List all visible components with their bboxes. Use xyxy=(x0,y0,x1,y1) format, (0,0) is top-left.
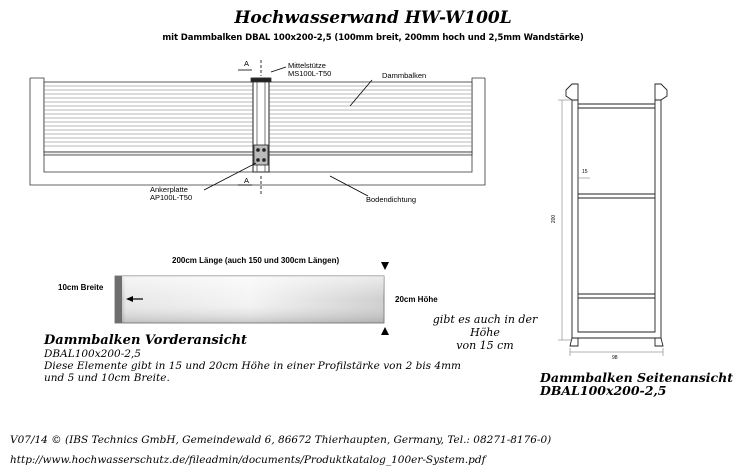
width-label: 10cm Breite xyxy=(58,283,104,292)
beam-front-render xyxy=(114,262,389,335)
beam-label: Dammbalken xyxy=(382,71,427,80)
dim-height: 200 xyxy=(551,214,558,224)
anchor-label: Ankerplatte AP100L-T50 xyxy=(150,186,192,202)
side-view-profile xyxy=(558,83,668,356)
document-subtitle: mit Dammbalken DBAL 100x200-2,5 (100mm b… xyxy=(162,33,584,43)
footer-url[interactable]: http://www.hochwasserschutz.de/fileadmin… xyxy=(10,454,486,466)
side-view-model: DBAL100x200-2,5 xyxy=(540,383,667,398)
height-note-line1: gibt es auch in der Höhe xyxy=(432,313,538,339)
height-note-line2: von 15 cm xyxy=(456,339,514,352)
dim-inner: 15 xyxy=(582,169,588,175)
height-label: 20cm Höhe xyxy=(395,295,438,304)
post-label: Mittelstütze MS100L-T50 xyxy=(288,62,331,78)
post-label-name: Mittelstütze xyxy=(288,61,326,70)
seal-label: Bodendichtung xyxy=(366,195,417,204)
footer-copyright: V07/14 © (IBS Technics GmbH, Gemeindewal… xyxy=(10,434,552,446)
section-mark-bottom: A xyxy=(244,176,250,185)
front-view-heading: Dammbalken Vorderansicht xyxy=(44,333,248,348)
side-view-heading: Dammbalken Seitenansicht xyxy=(540,370,734,385)
side-view-heading-block: Dammbalken Seitenansicht DBAL100x200-2,5 xyxy=(540,371,733,397)
anchor-label-name: Ankerplatte xyxy=(150,185,188,194)
anchor-label-code: AP100L-T50 xyxy=(150,193,193,202)
height-note: gibt es auch in der Höhe von 15 cm xyxy=(420,313,550,352)
description-line1: Diese Elemente gibt in 15 und 20cm Höhe … xyxy=(44,360,462,372)
front-view-wall xyxy=(29,60,486,197)
front-view-description: DBAL100x200-2,5 Diese Elemente gibt in 1… xyxy=(44,348,461,384)
length-label: 200cm Länge (auch 150 und 300cm Längen) xyxy=(172,256,340,265)
description-line2: und 5 und 10cm Breite. xyxy=(44,372,170,384)
dim-width: 98 xyxy=(612,355,618,361)
section-mark-top: A xyxy=(244,59,250,68)
document-title: Hochwasserwand HW-W100L xyxy=(234,8,512,28)
front-view-model: DBAL100x200-2,5 xyxy=(44,348,141,360)
post-label-code: MS100L-T50 xyxy=(288,69,332,78)
